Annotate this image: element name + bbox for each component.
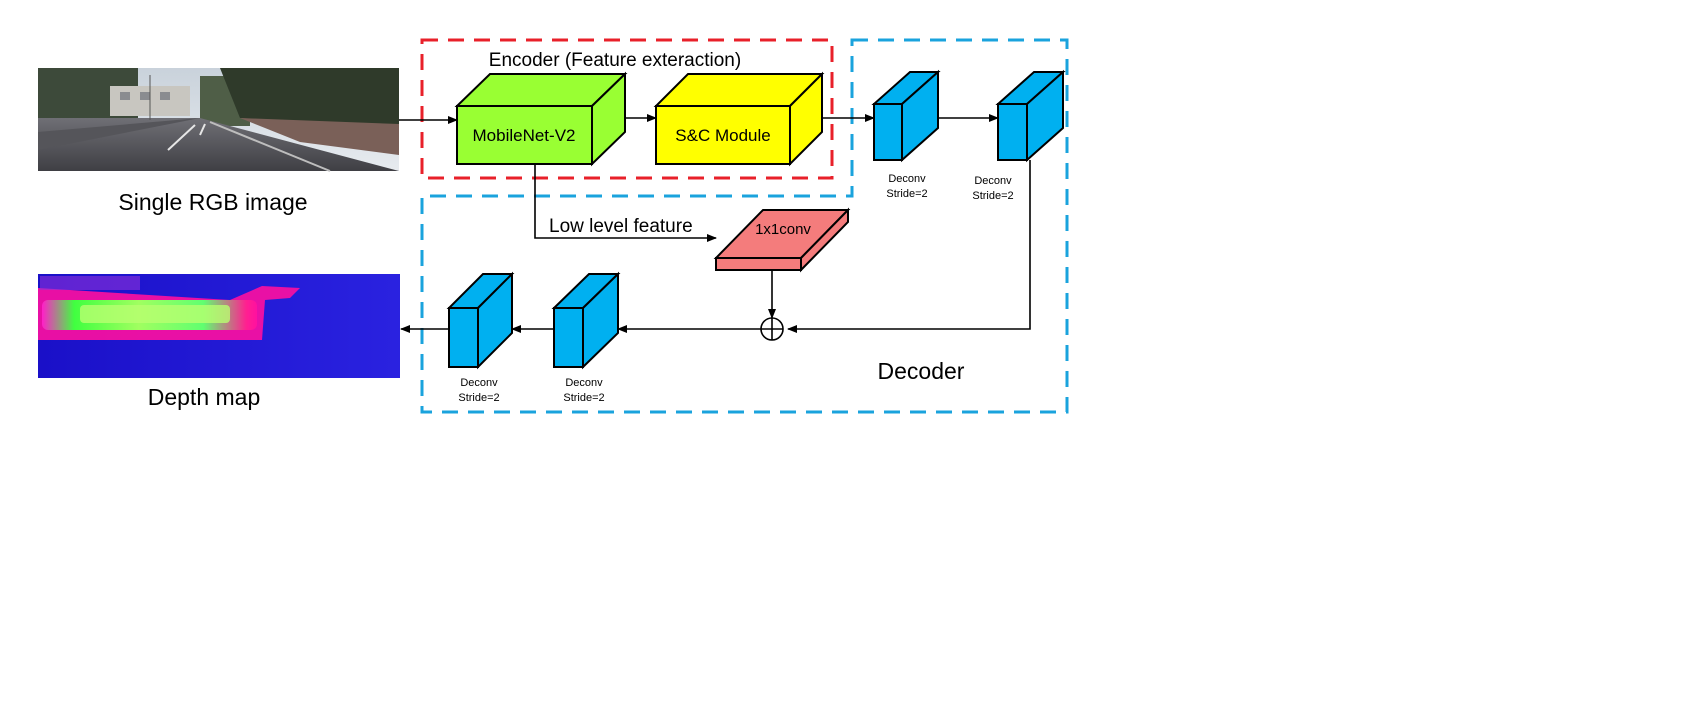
deconv-block-1 bbox=[871, 69, 941, 163]
deconv-2-label: Deconv bbox=[974, 175, 1012, 187]
deconv-1-stride: Stride=2 bbox=[886, 188, 927, 200]
arrow-deconv2-to-sum bbox=[787, 160, 1031, 333]
deconv-4-stride: Stride=2 bbox=[458, 392, 499, 404]
decoder-box bbox=[420, 38, 1069, 414]
sc-module-block: S&C Module bbox=[653, 71, 825, 167]
deconv-1-label: Deconv bbox=[888, 173, 926, 185]
mobilenet-v2-block: MobileNet-V2 bbox=[454, 71, 628, 167]
deconv-3-label: Deconv bbox=[565, 377, 603, 389]
mobilenet-v2-label: MobileNet-V2 bbox=[473, 126, 576, 145]
encoder-box bbox=[420, 38, 834, 180]
sum-node bbox=[760, 317, 784, 341]
conv1x1-label: 1x1conv bbox=[755, 221, 811, 238]
conv1x1-block: 1x1conv bbox=[713, 207, 851, 273]
deconv-block-4 bbox=[446, 271, 515, 370]
deconv-block-3 bbox=[551, 271, 621, 370]
rgb-input-image bbox=[38, 68, 399, 172]
deconv-2-stride: Stride=2 bbox=[972, 190, 1013, 202]
deconv-4-label: Deconv bbox=[460, 377, 498, 389]
low-level-feature-label: Low level feature bbox=[549, 216, 693, 237]
encoder-title: Encoder (Feature exteraction) bbox=[489, 50, 741, 71]
rgb-image-caption: Single RGB image bbox=[118, 189, 307, 215]
decoder-label: Decoder bbox=[878, 358, 965, 384]
arrow-low-level-feature bbox=[534, 164, 717, 242]
depth-map-image bbox=[38, 274, 400, 378]
sc-module-label: S&C Module bbox=[675, 126, 770, 145]
deconv-block-2 bbox=[995, 69, 1066, 163]
depth-map-caption: Depth map bbox=[148, 384, 261, 410]
deconv-3-stride: Stride=2 bbox=[563, 392, 604, 404]
